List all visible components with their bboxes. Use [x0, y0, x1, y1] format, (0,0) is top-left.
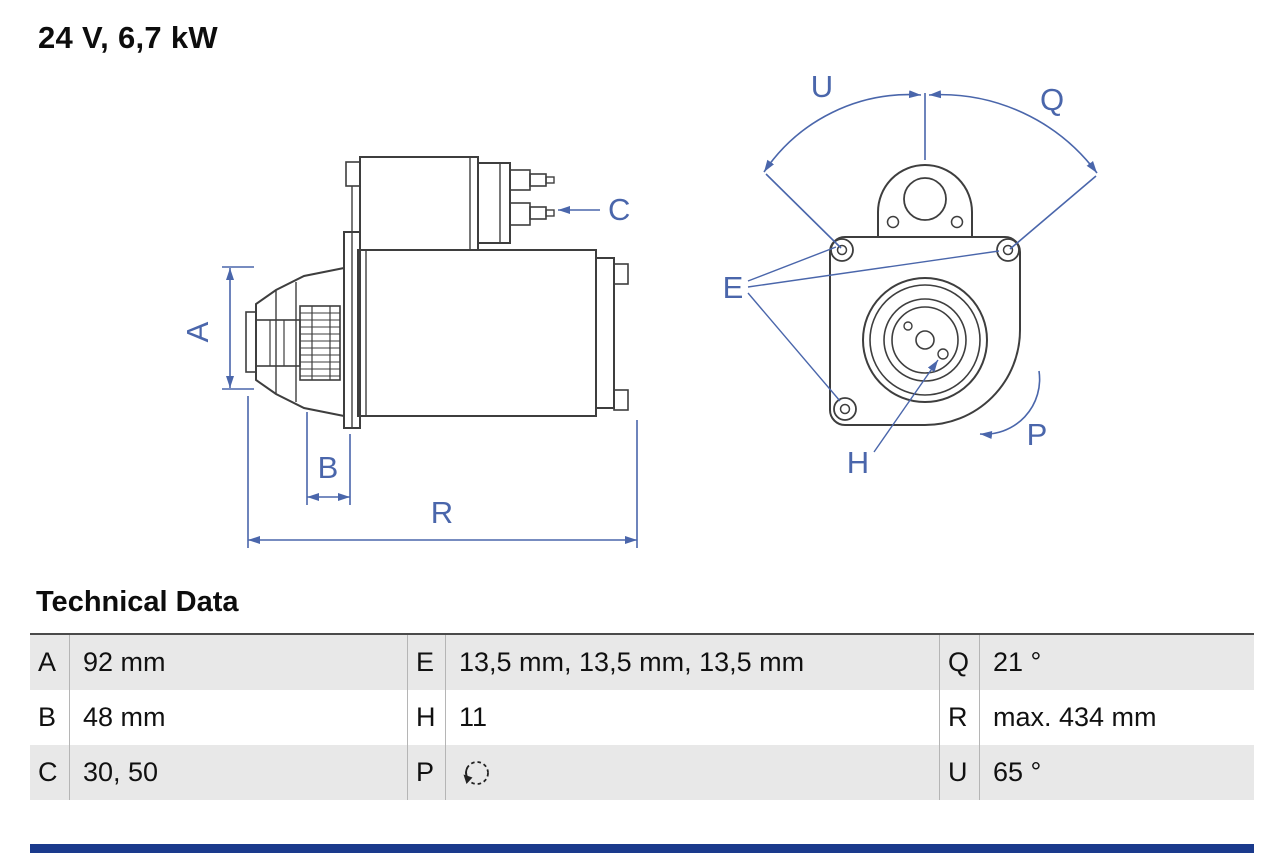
- section-title: Technical Data: [36, 586, 239, 618]
- page-title: 24 V, 6,7 kW: [38, 20, 218, 55]
- side-view-drawing: [245, 156, 629, 429]
- spec-q-value: 21 °: [993, 647, 1042, 677]
- spec-q-key: Q: [940, 635, 980, 690]
- technical-data-table: A 92 mm E 13,5 mm, 13,5 mm, 13,5 mm Q 21…: [30, 633, 1254, 800]
- spec-u-key: U: [940, 745, 980, 800]
- spec-c-value: 30, 50: [70, 745, 408, 800]
- dim-label-e: E: [723, 270, 744, 305]
- technical-drawing: A B C R: [180, 69, 1098, 548]
- spec-r-key: R: [940, 690, 980, 745]
- dim-label-a: A: [180, 321, 215, 342]
- dim-label-c: C: [608, 192, 630, 227]
- dim-label-u: U: [811, 69, 833, 104]
- spec-c-key: C: [30, 745, 70, 800]
- side-view-dimensions: [222, 206, 638, 548]
- dim-label-q: Q: [1040, 82, 1064, 117]
- spec-e-value: 13,5 mm, 13,5 mm, 13,5 mm: [446, 635, 940, 690]
- spec-h-key: H: [408, 690, 446, 745]
- table-row: C 30, 50 P U 65 °: [30, 745, 1254, 800]
- end-view-dimensions: [747, 90, 1098, 453]
- spec-a-key: A: [30, 635, 70, 690]
- dim-label-b: B: [318, 450, 339, 485]
- spec-r-value: max. 434 mm: [993, 702, 1157, 732]
- spec-e-key: E: [408, 635, 446, 690]
- counterclockwise-rotation-icon: [463, 760, 489, 785]
- table-row: A 92 mm E 13,5 mm, 13,5 mm, 13,5 mm Q 21…: [30, 635, 1254, 690]
- dim-label-h: H: [847, 445, 869, 480]
- spec-p-value: [446, 745, 940, 800]
- spec-u-value: 65 °: [993, 757, 1042, 787]
- spec-p-key: P: [408, 745, 446, 800]
- dim-label-r: R: [431, 495, 453, 530]
- spec-b-key: B: [30, 690, 70, 745]
- spec-a-value: 92 mm: [70, 635, 408, 690]
- spec-h-value: 11: [446, 690, 940, 745]
- spec-b-value: 48 mm: [70, 690, 408, 745]
- table-row: B 48 mm H 11 R max. 434 mm: [30, 690, 1254, 745]
- dim-label-p: P: [1027, 417, 1048, 452]
- end-view-drawing: [829, 164, 1021, 426]
- footer-accent-bar: [30, 844, 1254, 853]
